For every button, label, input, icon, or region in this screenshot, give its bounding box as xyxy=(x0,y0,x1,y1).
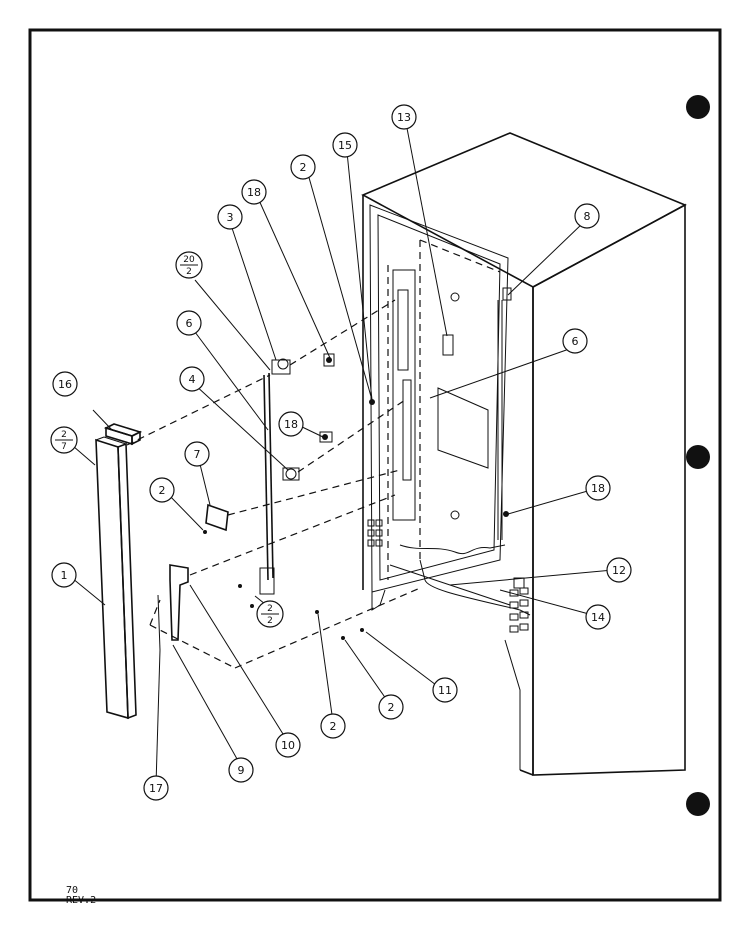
svg-text:20: 20 xyxy=(183,255,195,265)
svg-text:18: 18 xyxy=(591,482,605,495)
callout-13: 13 xyxy=(391,104,417,130)
callout-11: 11 xyxy=(432,677,458,703)
callout-3: 3 xyxy=(217,204,243,230)
callout-9: 9 xyxy=(228,757,254,783)
svg-text:7: 7 xyxy=(61,442,67,452)
svg-text:3: 3 xyxy=(227,211,234,224)
callout-18-upper: 18 xyxy=(241,179,267,205)
callout-2-over-7: 2 7 xyxy=(50,426,78,454)
svg-text:17: 17 xyxy=(149,782,163,795)
page-border xyxy=(28,28,722,902)
svg-text:2: 2 xyxy=(267,616,273,626)
callout-2-left: 2 xyxy=(149,477,175,503)
svg-text:2: 2 xyxy=(186,267,192,277)
callout-15: 15 xyxy=(332,132,358,158)
callout-12: 12 xyxy=(606,557,632,583)
binding-hole-bottom xyxy=(686,792,710,816)
bracket xyxy=(205,503,229,532)
callout-2-lower-a: 2 xyxy=(320,713,346,739)
callout-1: 1 xyxy=(51,562,77,588)
svg-text:14: 14 xyxy=(591,611,605,624)
callout-18-middle: 18 xyxy=(278,411,304,437)
svg-text:2: 2 xyxy=(388,701,395,714)
callout-2-over-2: 2 2 xyxy=(256,600,284,628)
lower-hinge xyxy=(157,564,189,651)
svg-text:4: 4 xyxy=(189,373,196,386)
callout-14: 14 xyxy=(585,604,611,630)
end-cap xyxy=(103,423,143,446)
fasteners xyxy=(203,357,509,640)
pad-upper xyxy=(323,353,335,367)
svg-text:1: 1 xyxy=(61,569,68,582)
callout-7: 7 xyxy=(184,441,210,467)
svg-text:15: 15 xyxy=(338,139,352,152)
side-trim-strip xyxy=(95,436,137,720)
svg-text:16: 16 xyxy=(58,378,72,391)
page-number: 70 xyxy=(66,885,79,896)
svg-text:13: 13 xyxy=(397,111,411,124)
svg-text:2: 2 xyxy=(330,720,337,733)
svg-text:9: 9 xyxy=(238,764,245,777)
svg-text:6: 6 xyxy=(186,317,193,330)
svg-text:12: 12 xyxy=(612,564,626,577)
revision-label: REV.2 xyxy=(66,895,97,906)
svg-text:2: 2 xyxy=(267,604,273,614)
assembly-guide-lines xyxy=(126,299,421,669)
callout-2-lower-b: 2 xyxy=(378,694,404,720)
svg-text:18: 18 xyxy=(247,186,261,199)
callout-20-over-2: 20 2 xyxy=(175,251,203,279)
svg-text:2: 2 xyxy=(61,430,67,440)
svg-text:6: 6 xyxy=(572,335,579,348)
svg-text:2: 2 xyxy=(159,484,166,497)
svg-text:10: 10 xyxy=(281,739,295,752)
callout-6-left: 6 xyxy=(176,310,202,336)
pad-lower xyxy=(319,431,333,443)
callout-17: 17 xyxy=(143,775,169,801)
callout-2-upper: 2 xyxy=(290,154,316,180)
binding-hole-top xyxy=(686,95,710,119)
callout-16: 16 xyxy=(52,371,78,397)
callout-10: 10 xyxy=(275,732,301,758)
leader-lines xyxy=(65,122,614,786)
binding-hole-middle xyxy=(686,445,710,469)
callout-8: 8 xyxy=(574,203,600,229)
callout-18-right: 18 xyxy=(585,475,611,501)
callout-4: 4 xyxy=(179,366,205,392)
refrigerator-cabinet xyxy=(361,132,687,776)
svg-text:8: 8 xyxy=(584,210,591,223)
svg-text:2: 2 xyxy=(300,161,307,174)
hinge-strap-assembly xyxy=(259,358,300,595)
svg-text:18: 18 xyxy=(284,418,298,431)
callout-6-right: 6 xyxy=(562,328,588,354)
svg-text:7: 7 xyxy=(194,448,201,461)
svg-text:11: 11 xyxy=(438,684,452,697)
